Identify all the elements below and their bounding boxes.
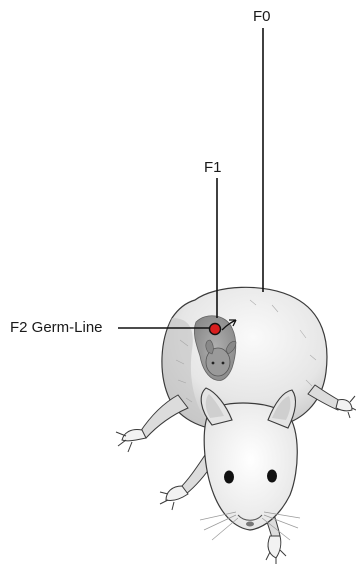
f1-embryo-eye xyxy=(222,362,225,365)
left-paw xyxy=(116,429,146,452)
f0-label: F0 xyxy=(253,9,271,24)
left-eye xyxy=(224,471,234,484)
nose xyxy=(246,522,254,527)
right-paw xyxy=(336,396,356,418)
lower-left-paw xyxy=(160,486,188,510)
lower-right-paw xyxy=(266,536,286,564)
f1-label: F1 xyxy=(204,160,222,175)
f2-germ-line-label: F2 Germ-Line xyxy=(10,320,103,335)
right-eye xyxy=(267,470,277,483)
germline-marker xyxy=(210,324,221,335)
f1-embryo-eye xyxy=(212,362,215,365)
left-front-leg xyxy=(140,395,188,438)
